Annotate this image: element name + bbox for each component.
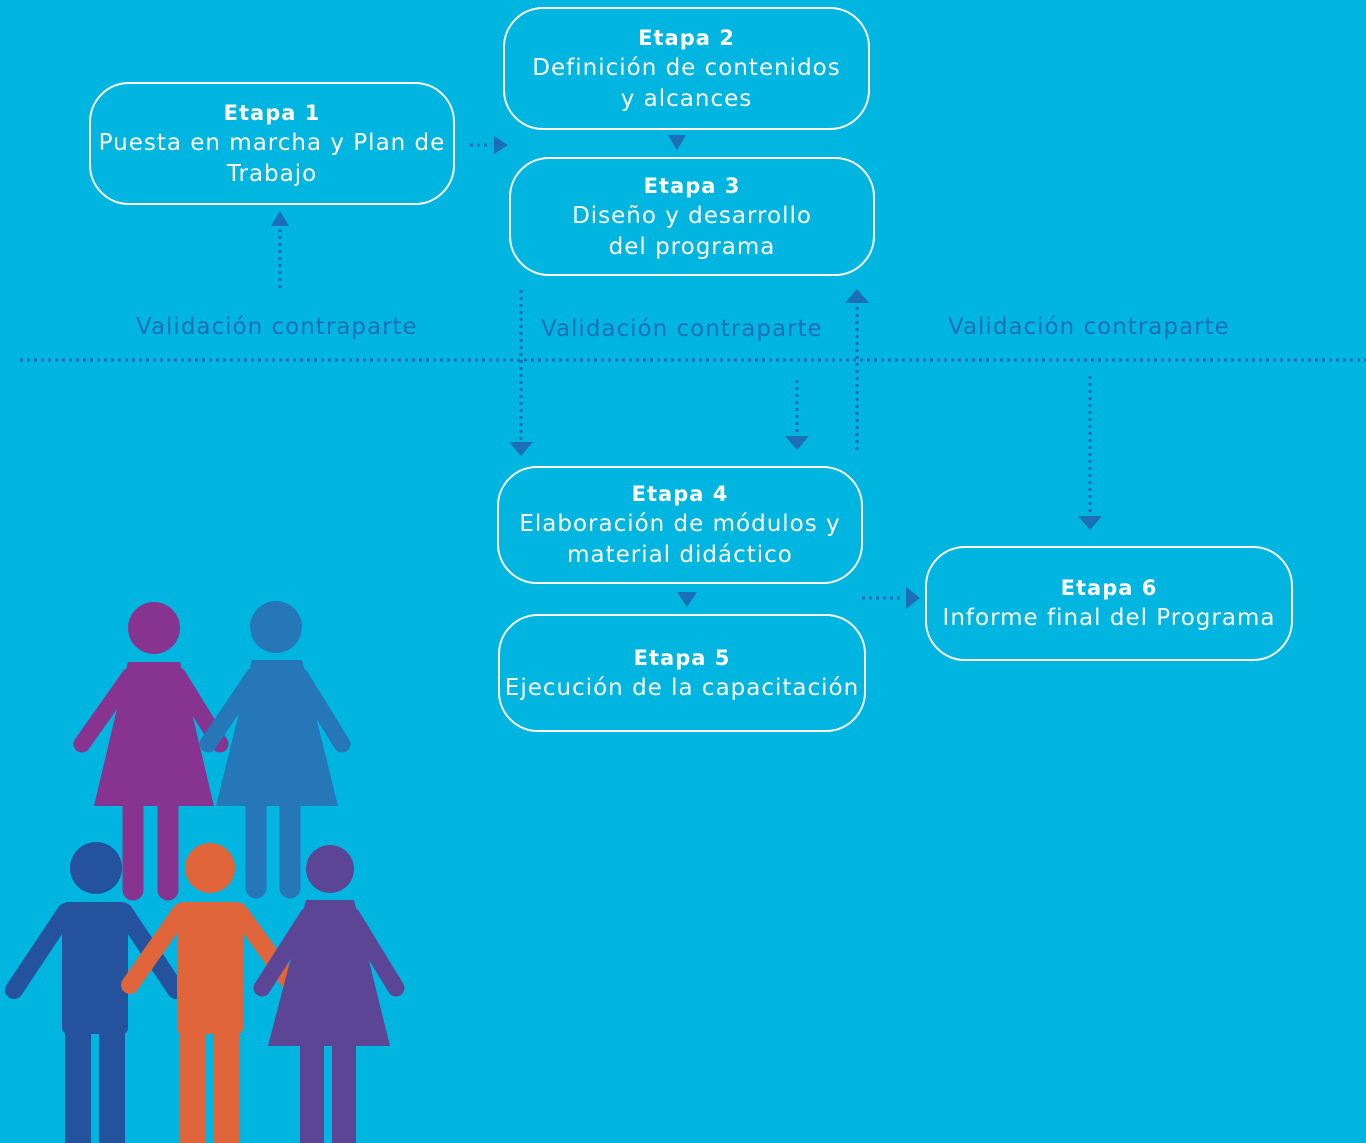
arrow-down-icon — [1078, 516, 1102, 530]
stage-box-3: Etapa 3 Diseño y desarrollo del programa — [509, 157, 875, 276]
stage-title: Etapa 2 — [638, 25, 735, 50]
stage-description: Diseño y desarrollo — [572, 202, 812, 229]
person-woman-icon — [253, 845, 405, 1143]
person-woman-icon — [73, 602, 229, 901]
person-woman-icon — [199, 601, 351, 899]
arrow-right-icon — [494, 136, 508, 154]
arrow-down-icon — [677, 592, 697, 607]
validation-label: Validación contraparte — [541, 316, 823, 342]
person-man-icon — [121, 843, 301, 1143]
stage-description: material didáctico — [567, 542, 793, 568]
stage-description: Trabajo — [226, 160, 318, 187]
arrow-right-icon — [906, 587, 920, 609]
arrow-up-icon — [845, 289, 869, 303]
stage-title: Etapa 5 — [633, 645, 731, 670]
stage-box-2: Etapa 2 Definición de contenidos y alcan… — [503, 7, 870, 130]
stage-title: Etapa 1 — [223, 100, 321, 125]
stage-title: Etapa 3 — [643, 173, 741, 198]
validation-label: Validación contraparte — [948, 314, 1230, 340]
stage-description: del programa — [608, 233, 776, 260]
stage-box-4: Etapa 4 Elaboración de módulos y materia… — [497, 466, 863, 584]
arrow-down-icon — [509, 442, 533, 456]
arrow-down-icon — [668, 135, 686, 150]
stage-description: Puesta en marcha y Plan de — [98, 129, 446, 156]
stage-description: y alcances — [620, 85, 753, 112]
stage-description: Ejecución de la capacitación — [504, 674, 860, 701]
person-man-icon — [5, 842, 185, 1143]
stage-box-5: Etapa 5 Ejecución de la capacitación — [498, 614, 866, 732]
stage-description: Elaboración de módulos y — [519, 511, 841, 537]
stage-description: Informe final del Programa — [942, 605, 1276, 631]
stage-title: Etapa 4 — [631, 482, 729, 506]
stage-box-6: Etapa 6 Informe final del Programa — [925, 546, 1293, 661]
stage-title: Etapa 6 — [1060, 576, 1158, 600]
stage-description: Definición de contenidos — [532, 54, 841, 81]
arrow-up-icon — [271, 211, 289, 226]
arrow-down-icon — [785, 436, 809, 450]
validation-label: Validación contraparte — [136, 314, 418, 340]
stage-box-1: Etapa 1 Puesta en marcha y Plan de Traba… — [89, 82, 455, 205]
